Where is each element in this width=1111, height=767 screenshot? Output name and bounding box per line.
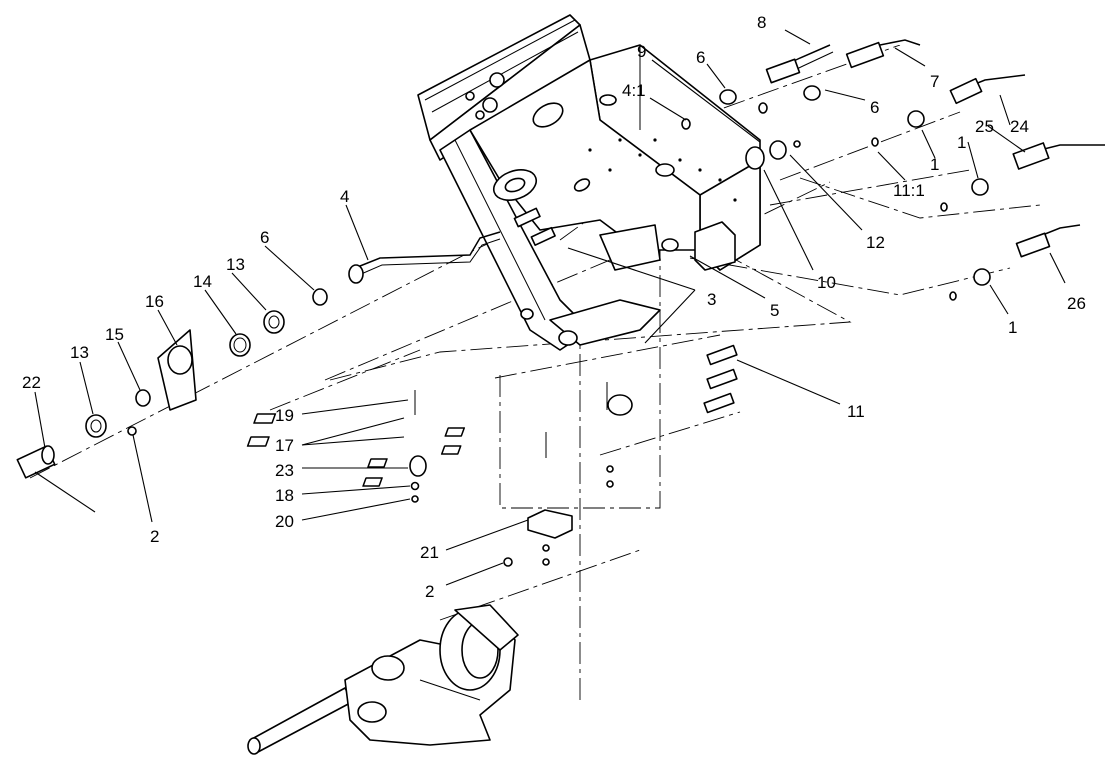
callout-26: 26 xyxy=(1067,294,1086,313)
callout-19: 19 xyxy=(275,406,294,425)
callout-9: 9 xyxy=(637,42,646,61)
callout-4: 4 xyxy=(340,187,349,206)
callout-1-mid: 1 xyxy=(930,155,939,174)
callout-7: 7 xyxy=(930,72,939,91)
callout-11: 11 xyxy=(847,402,865,421)
hydraulic-tube xyxy=(348,231,501,284)
pump-assembly xyxy=(247,604,519,755)
callout-25: 25 xyxy=(975,117,994,136)
callout-4-1: 4:1 xyxy=(622,81,646,100)
callout-14: 14 xyxy=(193,272,212,291)
callout-20: 20 xyxy=(275,512,294,531)
callout-21: 21 xyxy=(420,543,439,562)
callout-24: 24 xyxy=(1010,117,1029,136)
callout-12: 12 xyxy=(866,233,885,252)
left-fittings xyxy=(16,288,328,479)
callout-11-1: 11:1 xyxy=(893,181,925,200)
callout-5: 5 xyxy=(770,301,779,320)
callout-16: 16 xyxy=(145,292,164,311)
callout-13-lower: 13 xyxy=(70,343,89,362)
callout-8: 8 xyxy=(757,13,766,32)
callout-10: 10 xyxy=(817,273,836,292)
callout-2-bottom: 2 xyxy=(425,582,434,601)
callout-13-upper: 13 xyxy=(226,255,245,274)
callout-6-left: 6 xyxy=(260,228,269,247)
clamp-assemblies xyxy=(246,382,633,567)
callout-18: 18 xyxy=(275,486,294,505)
leader-lines xyxy=(34,29,1066,586)
upper-hoses xyxy=(681,39,1105,301)
callout-22: 22 xyxy=(22,373,41,392)
callout-15: 15 xyxy=(105,325,124,344)
callout-2-left: 2 xyxy=(150,527,159,546)
callout-1-lower: 1 xyxy=(1008,318,1017,337)
callout-labels: 8 9 6 4:1 7 6 25 24 1 1 11:1 12 10 5 3 4… xyxy=(22,13,1086,601)
callout-6-right: 6 xyxy=(870,98,879,117)
callout-3: 3 xyxy=(707,290,716,309)
callout-23: 23 xyxy=(275,461,294,480)
main-frame xyxy=(417,14,761,351)
callout-17: 17 xyxy=(275,436,294,455)
callout-1-upper: 1 xyxy=(957,133,966,152)
callout-6-upper: 6 xyxy=(696,48,705,67)
right-fittings xyxy=(703,344,738,414)
